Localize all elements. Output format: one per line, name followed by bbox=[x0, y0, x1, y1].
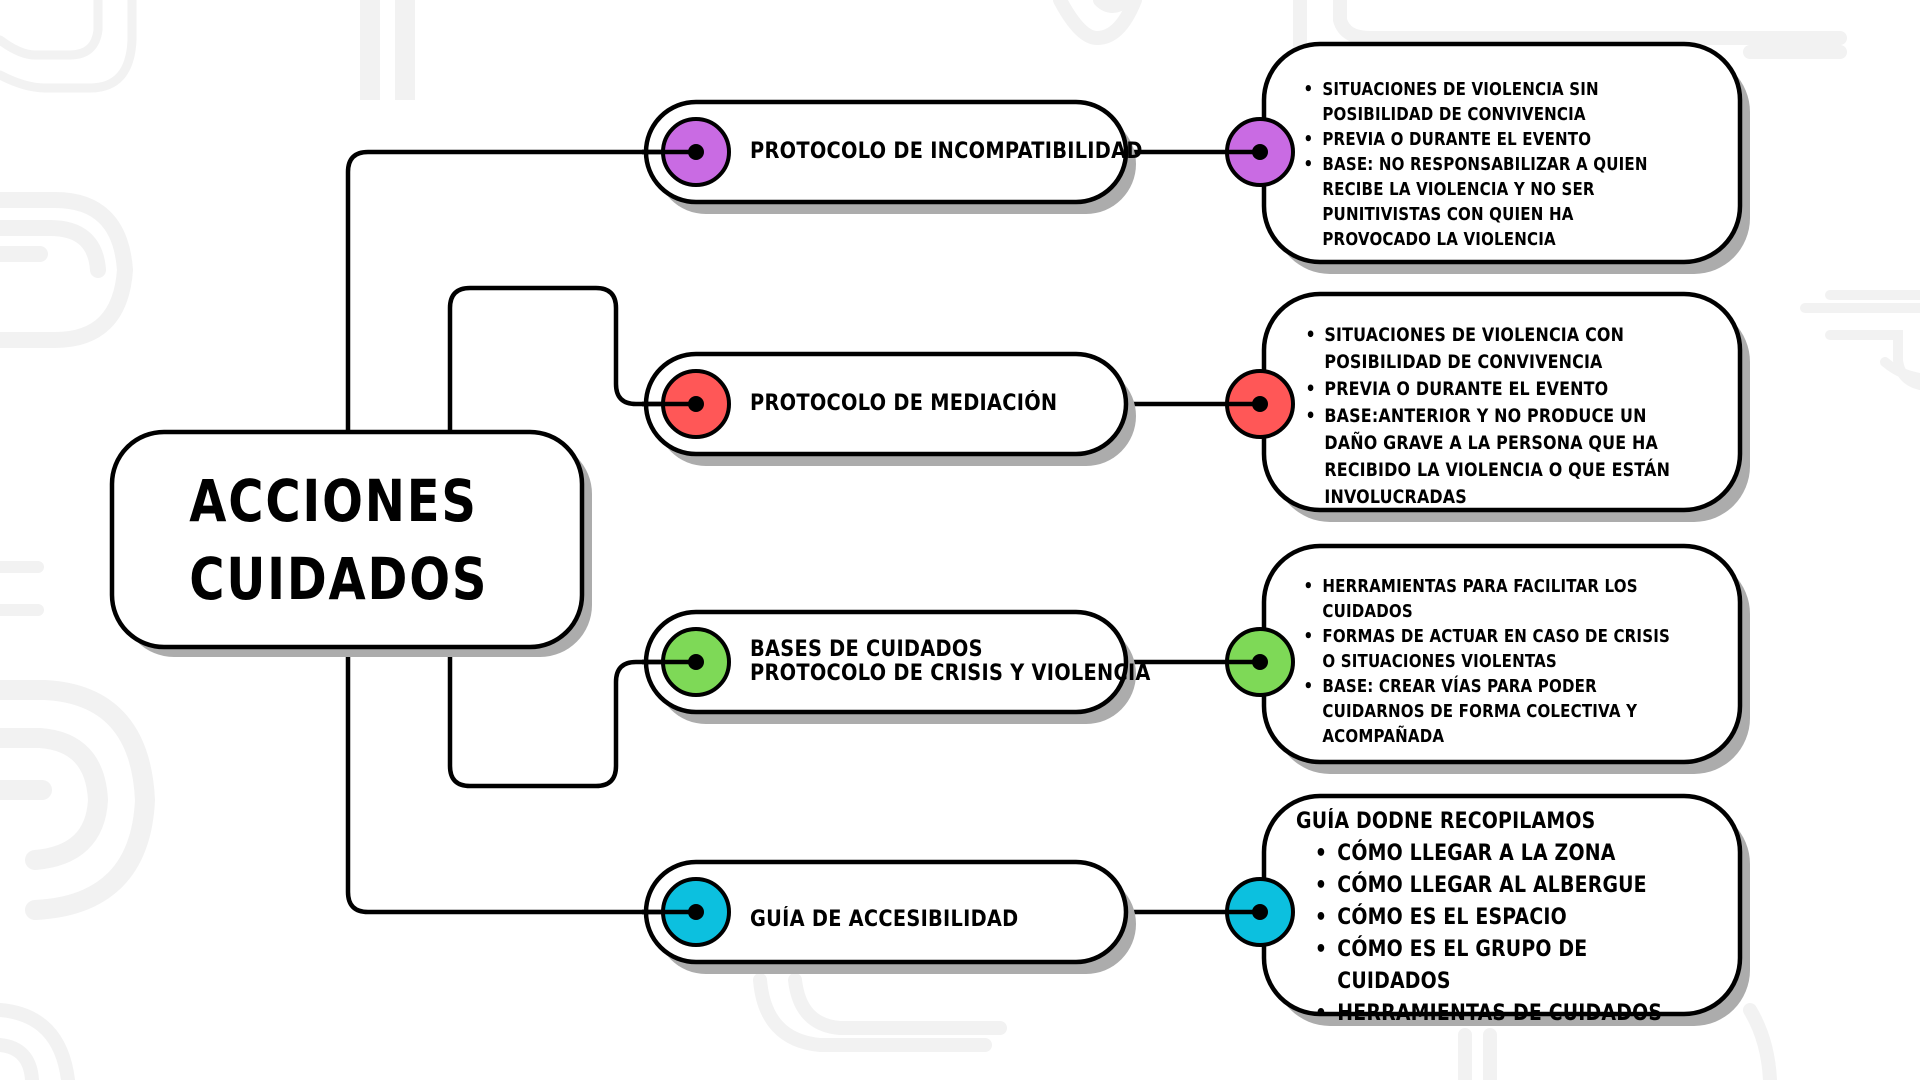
bg-shape-left-d bbox=[0, 192, 134, 348]
branch-label-mediacion[interactable]: PROTOCOLO DE MEDIACIÓN bbox=[750, 354, 1057, 454]
branch-label-line: BASES DE CUIDADOS bbox=[750, 637, 983, 662]
bg-shape-left-arc bbox=[0, 680, 156, 920]
connector-mediacion bbox=[447, 285, 696, 432]
detail-bullet: FORMAS DE ACTUAR EN CASO DE CRISIS O SIT… bbox=[1303, 625, 1678, 675]
connector-incompatibilidad bbox=[345, 149, 696, 432]
bg-shape-bottom-left bbox=[0, 1003, 75, 1080]
detail-bullet: BASE:ANTERIOR Y NO PRODUCE UN DAÑO GRAVE… bbox=[1305, 403, 1680, 511]
central-title: ACCIONES CUIDADOS bbox=[112, 432, 544, 647]
bg-shape-bottom-center bbox=[753, 973, 1777, 1080]
central-title-line-2: CUIDADOS bbox=[189, 544, 489, 613]
bg-shape-top-left bbox=[0, 0, 137, 93]
detail-bullet: CÓMO LLEGAR AL ALBERGUE bbox=[1315, 870, 1674, 902]
detail-mediacion: SITUACIONES DE VIOLENCIA CON POSIBILIDAD… bbox=[1302, 322, 1680, 511]
central-node bbox=[109, 429, 592, 657]
node-dot-icon bbox=[688, 396, 704, 412]
branch-label-incompatibilidad[interactable]: PROTOCOLO DE INCOMPATIBILIDAD bbox=[750, 102, 1143, 202]
detail-bases-cuidados: HERRAMIENTAS PARA FACILITAR LOS CUIDADOS… bbox=[1300, 575, 1678, 750]
branch-label-line: PROTOCOLO DE CRISIS Y VIOLENCIA bbox=[750, 661, 1151, 686]
detail-node-dot-icon bbox=[1252, 396, 1268, 412]
detail-list: CÓMO LLEGAR A LA ZONA CÓMO LLEGAR AL ALB… bbox=[1296, 838, 1674, 1030]
detail-bullet: BASE: NO RESPONSABILIZAR A QUIEN RECIBE … bbox=[1303, 153, 1678, 253]
central-title-line-1: ACCIONES bbox=[189, 466, 478, 535]
node-dot-icon bbox=[688, 654, 704, 670]
node-dot-icon bbox=[688, 904, 704, 920]
detail-node-dot-icon bbox=[1252, 144, 1268, 160]
bg-shape-top-center bbox=[1053, 0, 1142, 46]
branch-label-bases-cuidados[interactable]: BASES DE CUIDADOS PROTOCOLO DE CRISIS Y … bbox=[750, 612, 1151, 712]
detail-intro: GUÍA DODNE RECOPILAMOS bbox=[1296, 809, 1596, 834]
bg-shape-top-bars bbox=[360, 0, 415, 100]
detail-node-dot-icon bbox=[1252, 654, 1268, 670]
detail-bullet: BASE: CREAR VÍAS PARA PODER CUIDARNOS DE… bbox=[1303, 675, 1678, 750]
detail-incompatibilidad: SITUACIONES DE VIOLENCIA SIN POSIBILIDAD… bbox=[1300, 78, 1678, 253]
detail-bullet: SITUACIONES DE VIOLENCIA CON POSIBILIDAD… bbox=[1305, 322, 1680, 376]
detail-list: SITUACIONES DE VIOLENCIA CON POSIBILIDAD… bbox=[1302, 322, 1680, 511]
detail-bullet: PREVIA O DURANTE EL EVENTO bbox=[1303, 128, 1678, 153]
detail-bullet: CÓMO ES EL ESPACIO bbox=[1315, 902, 1674, 934]
branch-label-line: PROTOCOLO DE INCOMPATIBILIDAD bbox=[750, 139, 1143, 164]
detail-bullet: CÓMO LLEGAR A LA ZONA bbox=[1315, 838, 1674, 870]
bg-shape-left-lines bbox=[0, 561, 44, 616]
bg-shape-top-right bbox=[1293, 0, 1847, 59]
detail-bullet: SITUACIONES DE VIOLENCIA SIN POSIBILIDAD… bbox=[1303, 78, 1678, 128]
detail-bullet: CÓMO ES EL GRUPO DE CUIDADOS bbox=[1315, 934, 1674, 998]
branch-label-accesibilidad[interactable]: GUÍA DE ACCESIBILIDAD bbox=[750, 870, 1019, 970]
node-dot-icon bbox=[688, 144, 704, 160]
detail-bullet: HERRAMIENTAS DE CUIDADOS bbox=[1315, 998, 1674, 1030]
connector-bases bbox=[447, 648, 696, 789]
branch-label-line: PROTOCOLO DE MEDIACIÓN bbox=[750, 391, 1058, 416]
detail-list: HERRAMIENTAS PARA FACILITAR LOS CUIDADOS… bbox=[1300, 575, 1678, 750]
detail-node-dot-icon bbox=[1252, 904, 1268, 920]
branch-label-line: GUÍA DE ACCESIBILIDAD bbox=[750, 907, 1019, 932]
bg-shape-right bbox=[1800, 290, 1920, 390]
connector-accesibilidad bbox=[345, 648, 696, 915]
detail-bullet: HERRAMIENTAS PARA FACILITAR LOS CUIDADOS bbox=[1303, 575, 1678, 625]
detail-list: SITUACIONES DE VIOLENCIA SIN POSIBILIDAD… bbox=[1300, 78, 1678, 253]
detail-bullet: PREVIA O DURANTE EL EVENTO bbox=[1305, 376, 1680, 403]
detail-accesibilidad: GUÍA DODNE RECOPILAMOS CÓMO LLEGAR A LA … bbox=[1296, 806, 1674, 1030]
